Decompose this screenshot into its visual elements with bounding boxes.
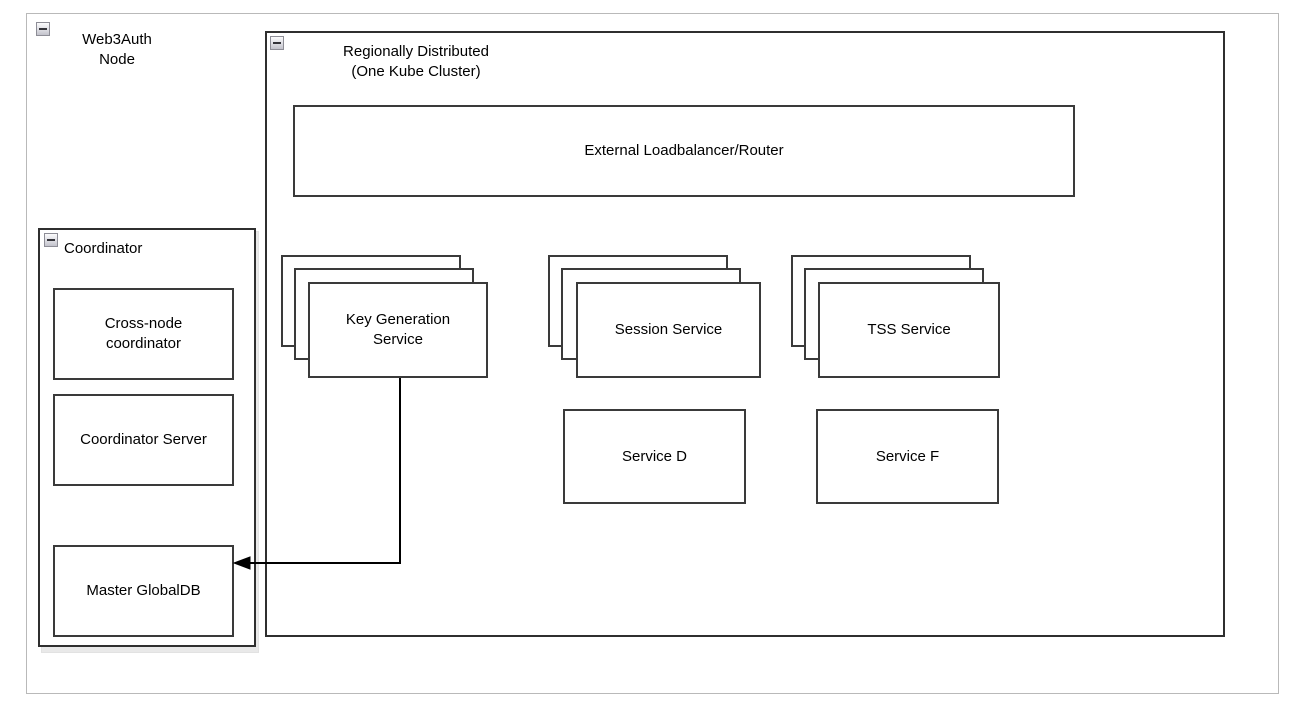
kube-cluster-label: Regionally Distributed (One Kube Cluster…	[343, 43, 489, 81]
session-service-box[interactable]	[576, 282, 761, 378]
cross-node-coordinator-box[interactable]	[53, 288, 234, 380]
key-generation-service-box[interactable]	[308, 282, 488, 378]
master-globaldb-box[interactable]	[53, 545, 234, 637]
service-f-box[interactable]	[816, 409, 999, 504]
web3auth-node-label: Web3Auth Node	[82, 31, 152, 69]
external-loadbalancer-box[interactable]	[293, 105, 1075, 197]
service-d-box[interactable]	[563, 409, 746, 504]
tss-service-box[interactable]	[818, 282, 1000, 378]
coordinator-label: Coordinator	[64, 240, 143, 257]
web3auth-node-collapse-icon[interactable]	[36, 22, 50, 36]
coordinator-server-box[interactable]	[53, 394, 234, 486]
coordinator-collapse-icon[interactable]	[44, 233, 58, 247]
kube-cluster-collapse-icon[interactable]	[270, 36, 284, 50]
